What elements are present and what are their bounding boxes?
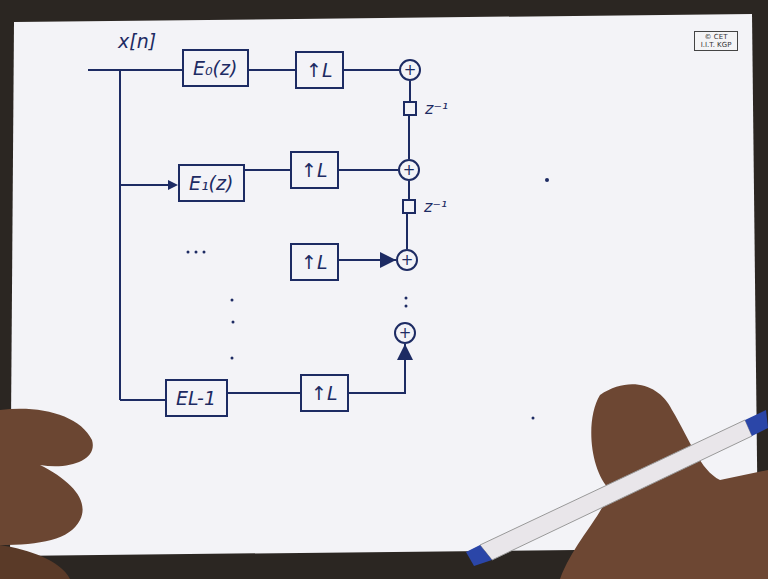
marker-tip — [466, 545, 492, 566]
adder-circle: + — [398, 159, 420, 181]
adder-circle: + — [396, 249, 418, 271]
signal-name: x[n] — [118, 30, 156, 52]
filter-box: EL-1 — [165, 379, 228, 417]
block-label: EL-1 — [176, 387, 217, 409]
block-label: © CET I.I.T. KGP — [698, 33, 734, 49]
marker-cap — [745, 410, 768, 436]
block-label: ↑L — [301, 159, 328, 181]
right-hand — [560, 384, 768, 579]
left-hand — [0, 409, 93, 545]
marker-pen — [480, 420, 752, 560]
filter-box: E₀(z) — [182, 49, 249, 87]
delay-label: z⁻¹ — [425, 99, 448, 118]
signal-line — [408, 181, 410, 199]
delay-box: z⁻¹ — [402, 199, 416, 214]
continuation-dots — [187, 178, 550, 420]
block-label: E₀(z) — [193, 57, 238, 79]
upsampler-box: ↑L — [290, 243, 339, 281]
adder-sign: + — [403, 161, 416, 179]
adder-sign: + — [404, 61, 417, 79]
signal-line — [406, 214, 408, 249]
signal-line — [339, 169, 398, 171]
signal-line — [249, 69, 295, 71]
block-label: E₁(z) — [189, 172, 234, 194]
upsampler-box: ↑L — [295, 51, 344, 89]
left-hand — [0, 545, 70, 579]
block-label: ↑L — [306, 59, 333, 81]
adder-sign: + — [401, 251, 414, 269]
filter-box: E₁(z) — [178, 164, 245, 202]
signal-line — [408, 116, 410, 159]
upsampler-box: ↑L — [290, 151, 339, 189]
signal-line — [349, 344, 405, 393]
adder-sign: + — [399, 324, 412, 342]
delay-box: z⁻¹ — [403, 101, 417, 116]
block-label: ↑L — [301, 251, 328, 273]
arrowhead — [168, 180, 178, 190]
adder-circle: + — [394, 322, 416, 344]
signal-line — [228, 392, 300, 394]
signal-line — [409, 81, 411, 101]
delay-label: z⁻¹ — [424, 197, 447, 216]
logo-box: © CET I.I.T. KGP — [694, 31, 738, 51]
signal-line — [339, 259, 396, 261]
input-wires — [88, 70, 182, 400]
block-label: ↑L — [311, 382, 338, 404]
upsampler-box: ↑L — [300, 374, 349, 412]
adder-circle: + — [399, 59, 421, 81]
signal-line — [344, 69, 399, 71]
signal-line — [245, 169, 290, 171]
